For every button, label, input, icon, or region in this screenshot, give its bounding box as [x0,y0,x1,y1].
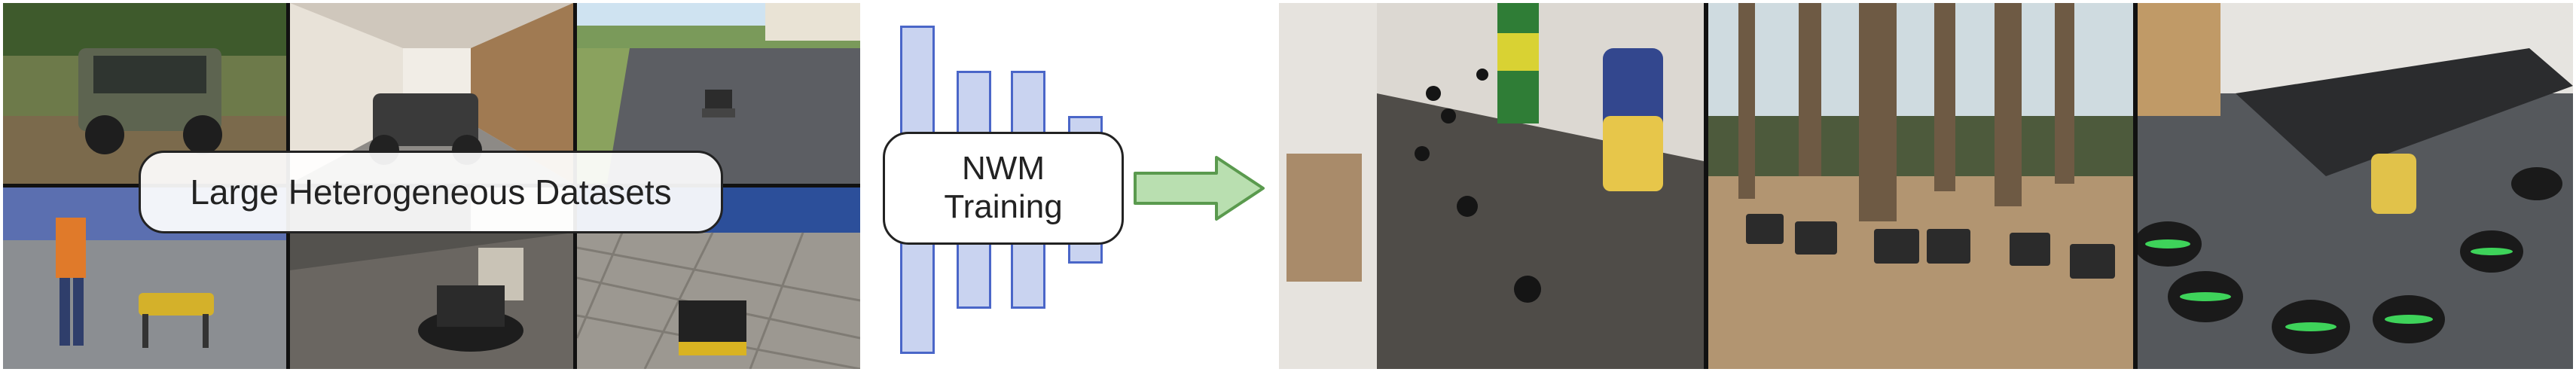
deployment-tile-forest-robots [1708,3,2133,369]
nwm-label-line1: NWM [962,150,1045,188]
datasets-caption: Large Heterogeneous Datasets [139,151,723,233]
deployment-image-grid [1279,3,2573,369]
nwm-label-line2: Training [944,188,1063,225]
right-arrow-icon [1134,156,1265,221]
nwm-training-label: NWM Training [883,132,1124,245]
deployment-tile-drones-office [1279,3,1704,369]
dataset-image-grid: Large Heterogeneous Datasets [3,3,860,369]
dataset-tile-hallway-car [290,3,573,184]
dataset-tile-utv [3,3,286,184]
deployment-tile-conference-robots [2138,3,2573,369]
